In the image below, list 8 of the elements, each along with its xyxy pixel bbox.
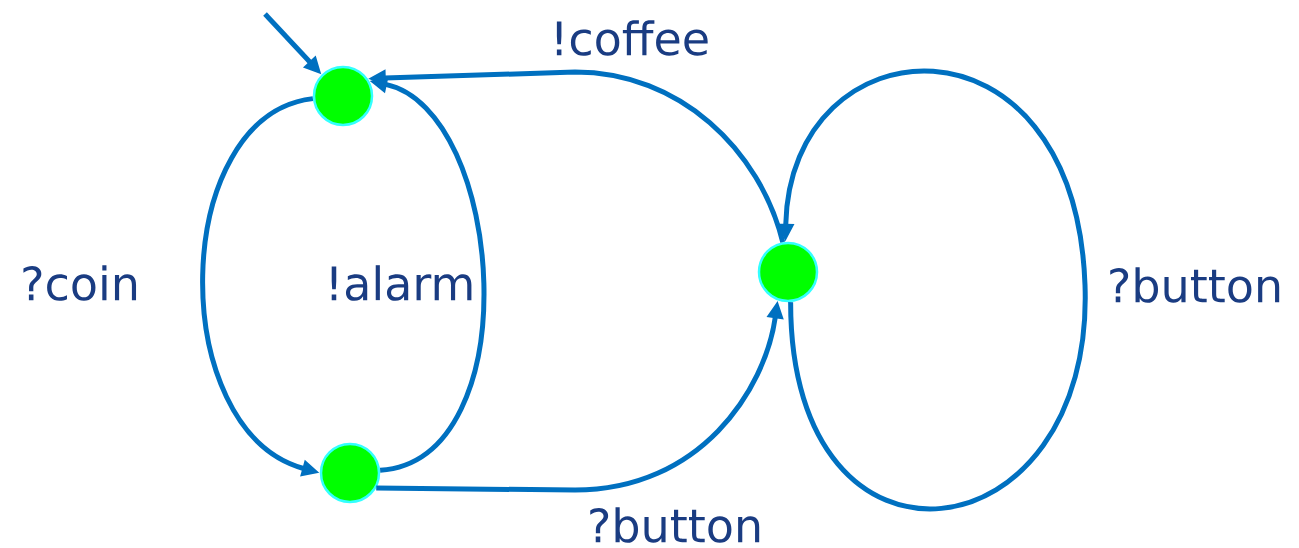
state-circle (312, 65, 374, 127)
state-circle (757, 241, 819, 303)
state-circle (319, 442, 381, 504)
edge-label: !coffee (548, 19, 712, 57)
edge-label: ?coin (19, 264, 141, 302)
edge-label: ?button (585, 506, 765, 544)
edge-label: !alarm (323, 264, 477, 302)
edge-label: ?button (1105, 266, 1285, 304)
